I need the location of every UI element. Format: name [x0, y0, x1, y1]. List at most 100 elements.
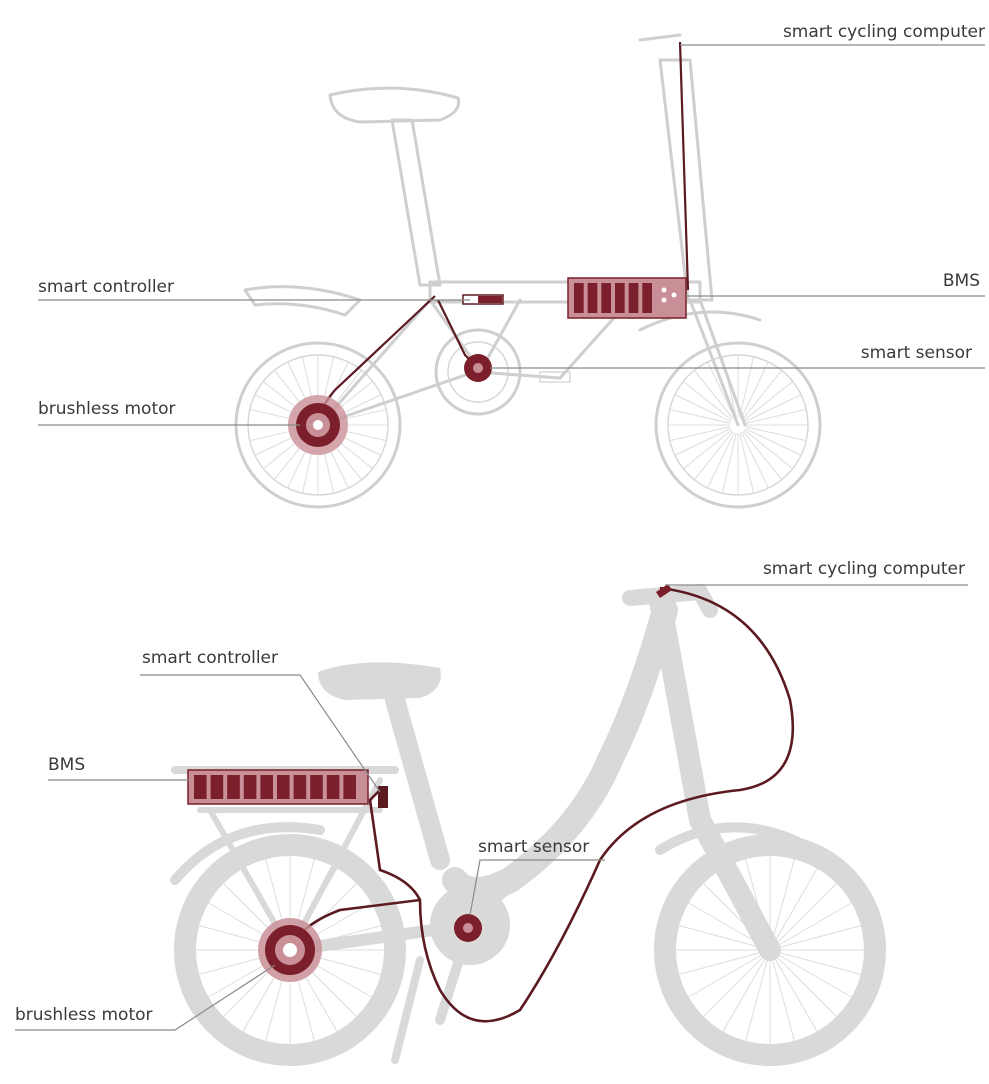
wheel-spoke [344, 394, 382, 413]
label-bms-bottom: BMS [48, 755, 85, 775]
wheel-spoke [776, 882, 838, 944]
wheel-spoke [341, 443, 374, 470]
bike-frame-bottom [170, 584, 835, 1064]
battery-terminal [661, 297, 667, 303]
battery-cell [615, 283, 625, 313]
wheel-spoke [330, 451, 349, 489]
computer-bottom [656, 584, 672, 598]
wheel-spoke [776, 956, 838, 1018]
front-wheel-top [654, 341, 822, 509]
wheel-spoke [774, 958, 818, 1033]
wheel-spoke [264, 980, 283, 1042]
wheel-spoke [687, 954, 762, 998]
wheel-spoke [287, 451, 306, 489]
wheel-spoke [779, 952, 862, 976]
wheel-spoke [772, 959, 796, 1042]
leader-controller-bottom [140, 674, 381, 793]
wheel-spoke [779, 924, 862, 948]
motor-top [288, 395, 348, 455]
wheel-spoke [741, 361, 769, 419]
wheel-spoke [273, 448, 300, 481]
wheel-spoke [312, 972, 358, 1018]
motor-bottom [258, 918, 322, 982]
wheel-spoke [741, 431, 769, 489]
wheel-spoke [693, 369, 734, 420]
wheel-spoke [707, 361, 735, 419]
wheel-spoke [778, 902, 853, 946]
wheel-spoke [693, 430, 734, 481]
wheel-spoke [721, 432, 737, 494]
battery-cell [194, 775, 207, 799]
battery-cell [310, 775, 323, 799]
wheel-spoke [249, 431, 289, 442]
wheel-spoke [254, 394, 292, 413]
label-sensor-top: smart sensor [861, 343, 972, 363]
label-computer-bottom: smart cycling computer [763, 559, 965, 579]
wheel-spoke [774, 867, 818, 942]
wheel-spoke [745, 426, 807, 442]
battery-cell [628, 283, 639, 313]
wheel-spoke [669, 426, 731, 442]
wheel-spoke [324, 454, 335, 494]
battery-cell [210, 775, 224, 799]
battery-cell [587, 283, 598, 313]
wheel-spoke [198, 957, 260, 976]
wheel-spoke [222, 882, 268, 928]
wheel-spoke [742, 369, 783, 420]
wheel-spoke [687, 902, 762, 946]
wheel-spoke [682, 429, 733, 470]
battery-cell [343, 775, 356, 799]
wheel-spoke [744, 428, 802, 456]
battery-terminal [671, 292, 677, 298]
wheel-spoke [722, 958, 766, 1033]
wheel-spoke [707, 431, 735, 489]
battery-cell [293, 775, 307, 799]
wheel-spoke [207, 902, 263, 935]
wheel-spoke [198, 924, 260, 943]
wheel-spoke [702, 956, 764, 1018]
battery-cell [227, 775, 240, 799]
wheel-spoke [324, 356, 335, 396]
label-bms-top: BMS [943, 271, 980, 291]
wheel-spoke [742, 430, 783, 481]
sensor-top [464, 354, 492, 382]
wheel-spoke [682, 380, 733, 421]
wheel-spoke [743, 429, 794, 470]
sensor-bottom [454, 914, 482, 942]
wheel-spoke [317, 965, 373, 998]
wheel-spoke [297, 858, 316, 920]
label-sensor-bottom: smart sensor [478, 837, 589, 857]
wheel-spoke [301, 356, 312, 396]
battery-terminal [661, 287, 667, 293]
wheel-spoke [674, 428, 732, 456]
wheel-spoke [320, 957, 382, 976]
battery-cell [601, 283, 611, 313]
wheel-spoke [336, 369, 363, 402]
rear-wheel-top [234, 341, 402, 509]
wheel-spoke [305, 977, 338, 1033]
wheel-spoke [254, 437, 292, 456]
bms-battery-bottom [187, 769, 369, 805]
wheel-spoke [739, 432, 755, 494]
leader-motor-bottom [15, 964, 276, 1031]
wheel-spoke [772, 858, 796, 941]
wheel-spoke [778, 954, 853, 998]
label-computer-top: smart cycling computer [783, 22, 985, 42]
wheel-spoke [341, 380, 374, 407]
wheel-spoke [262, 443, 295, 470]
label-controller-bottom: smart controller [142, 648, 278, 668]
wheel-spoke [336, 448, 363, 481]
wheel-spoke [678, 952, 761, 976]
wheel-spoke [669, 408, 731, 424]
label-motor-top: brushless motor [38, 399, 176, 419]
wheel-spoke [242, 977, 275, 1033]
bms-battery-top [567, 277, 687, 319]
step-through-bike-diagram: smart cycling computer smart controller … [15, 559, 968, 1066]
folding-bike-diagram: smart cycling computer BMS smart control… [38, 22, 985, 509]
wheel-spoke [301, 454, 312, 494]
wheel-spoke [678, 924, 761, 948]
wheel-spoke [344, 437, 382, 456]
controller-bottom [378, 786, 388, 808]
battery-cell [326, 775, 340, 799]
